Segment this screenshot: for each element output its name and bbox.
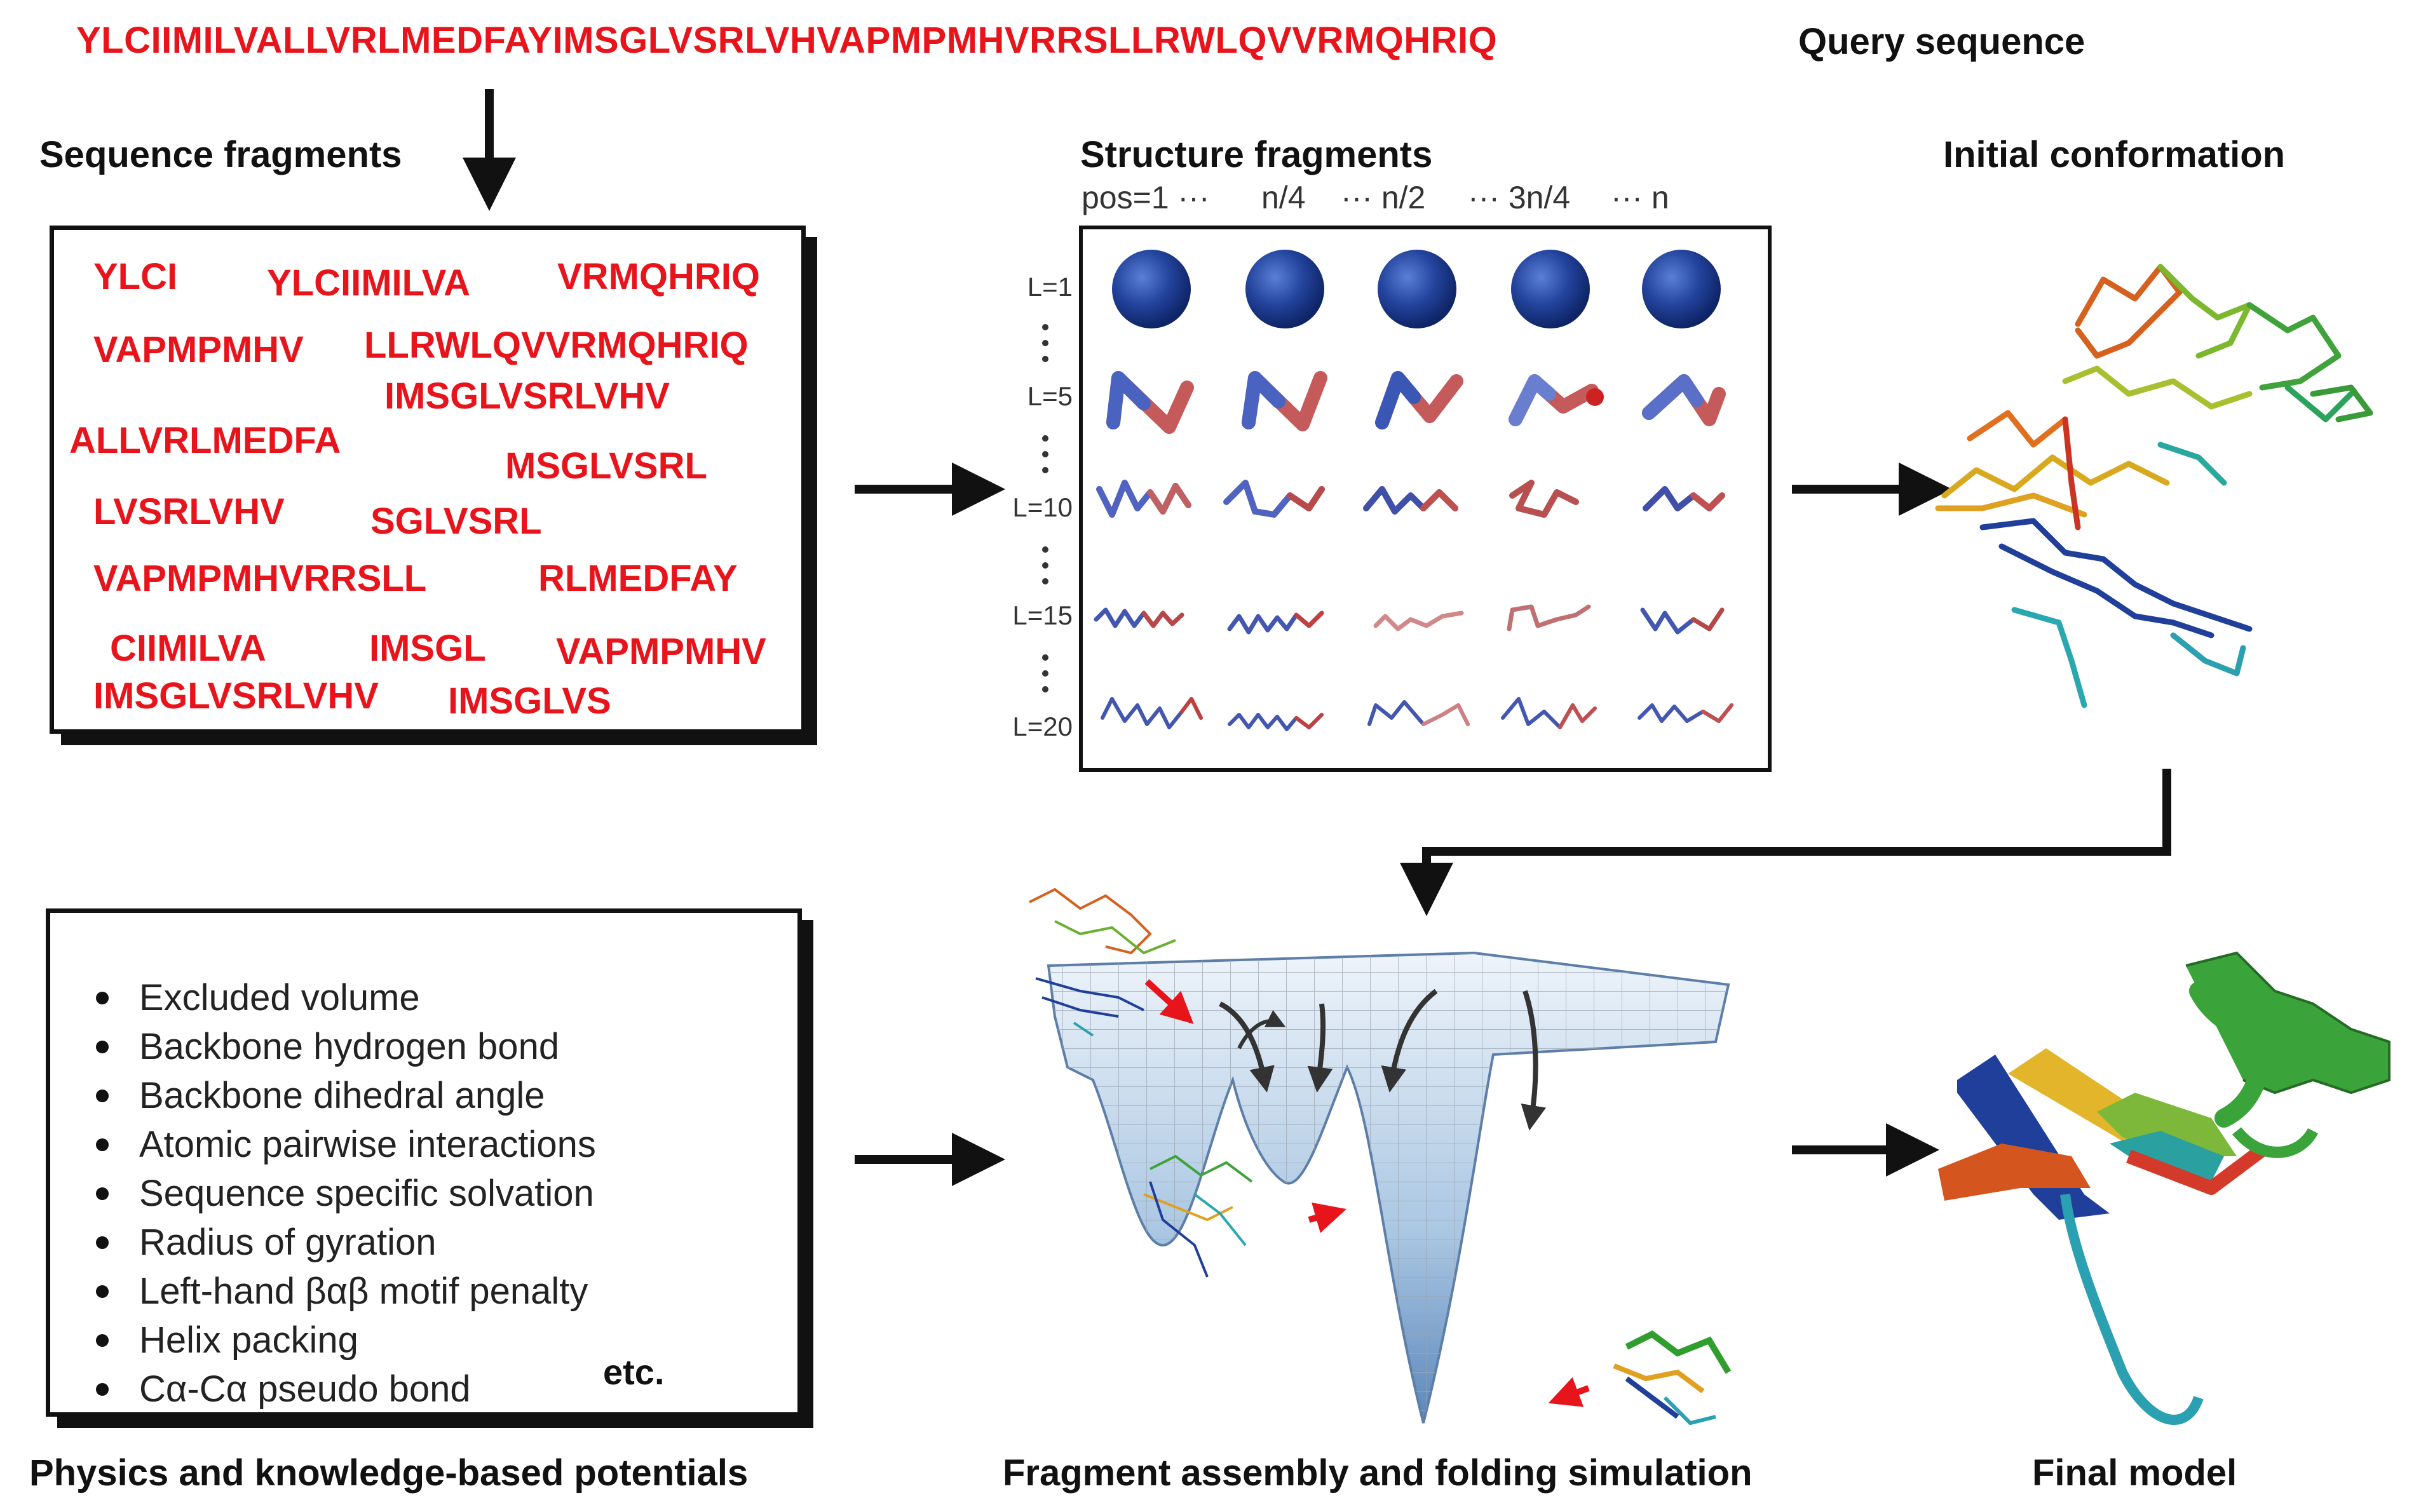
potential-item: Sequence specific solvation xyxy=(96,1173,594,1214)
fragment: VRMQHRIQ xyxy=(557,256,760,297)
fragment: YLCI xyxy=(93,256,178,297)
fragment: VAPMPMHV xyxy=(93,329,304,370)
potential-item: Backbone dihedral angle xyxy=(95,1075,545,1116)
potential-item: Radius of gyration xyxy=(95,1222,437,1263)
sphere-icon xyxy=(1511,250,1590,328)
pos-label: pos=1 ··· xyxy=(1082,180,1210,215)
red-arrow-icon xyxy=(1308,1202,1347,1233)
sphere-row xyxy=(1112,250,1721,328)
potentials-box: Excluded volume Backbone hydrogen bond B… xyxy=(46,908,802,1417)
pos-label: ··· n xyxy=(1611,180,1669,215)
fragment: IMSGLVS xyxy=(448,680,611,722)
query-sequence: YLCIIMILVALLVRLMEDFAYIMSGLVSRLVHVAPMPMHV… xyxy=(76,20,1498,61)
potential-item: Helix packing xyxy=(96,1320,358,1361)
length-label: L=5 xyxy=(1027,381,1073,411)
potential-item: Excluded volume xyxy=(96,977,420,1018)
fragment-row-L15 xyxy=(1094,604,1725,635)
sequence-fragments-title: Sequence fragments xyxy=(39,134,402,175)
fragment: VAPMPMHVRRSLL xyxy=(93,558,427,599)
fragment-row-L10 xyxy=(1096,480,1725,518)
initial-conformation-trace xyxy=(1935,264,2373,708)
pos-label: ··· n/2 xyxy=(1341,180,1426,215)
final-model-title: Final model xyxy=(2032,1452,2237,1494)
fragment: IMSGLVSRLVHV xyxy=(93,675,379,717)
fragment: IMSGLVSRLVHV xyxy=(384,375,670,417)
simulation-title: Fragment assembly and folding simulation xyxy=(1003,1452,1753,1494)
sphere-icon xyxy=(1112,250,1191,328)
fragment: CIIMILVA xyxy=(110,628,266,669)
fragment-row-L5 xyxy=(1106,371,1726,434)
fragment: YLCIIMILVA xyxy=(267,262,471,304)
fragment-row-L20 xyxy=(1101,697,1733,731)
etc-label: etc. xyxy=(603,1352,665,1392)
pos-label: ··· 3n/4 xyxy=(1468,180,1571,215)
length-label: L=10 xyxy=(1012,492,1073,522)
initial-conformation-title: Initial conformation xyxy=(1943,134,2286,175)
fragment: VAPMPMHV xyxy=(556,631,766,672)
structure-fragments-title: Structure fragments xyxy=(1080,134,1433,175)
potential-item: Backbone hydrogen bond xyxy=(95,1026,560,1067)
sphere-icon xyxy=(1378,250,1456,328)
sequence-fragments-box: YLCI YLCIIMILVA VRMQHRIQ VAPMPMHV LLRWLQ… xyxy=(50,226,806,734)
query-sequence-label: Query sequence xyxy=(1798,21,2085,62)
sphere-icon xyxy=(1642,250,1721,328)
funnel-conformations xyxy=(1029,888,1732,1426)
sphere-icon xyxy=(1245,250,1324,328)
red-arrows xyxy=(1144,979,1590,1407)
arrow-elbow-icon xyxy=(1400,769,2171,916)
fragment: ALLVRLMEDFA xyxy=(69,420,341,461)
fragment: LLRWLQVVRMQHRIQ xyxy=(364,325,749,366)
length-label: L=1 xyxy=(1027,272,1073,302)
potential-item: Cα-Cα pseudo bond xyxy=(96,1368,471,1410)
final-model-cartoon xyxy=(1938,951,2390,1425)
vertical-dots xyxy=(1042,324,1048,692)
flow-arrows xyxy=(463,89,2171,1186)
potential-item: Atomic pairwise interactions xyxy=(96,1124,596,1165)
red-arrow-icon xyxy=(1548,1377,1590,1407)
pos-label: n/4 xyxy=(1261,180,1306,215)
potentials-title: Physics and knowledge-based potentials xyxy=(29,1452,749,1494)
fragment: IMSGL xyxy=(369,628,486,669)
fragment: RLMEDFAY xyxy=(538,558,738,599)
potential-item: Left-hand βαβ motif penalty xyxy=(95,1271,588,1312)
fragment: SGLVSRL xyxy=(370,501,542,542)
fragment: LVSRLVHV xyxy=(93,491,285,532)
fragment: MSGLVSRL xyxy=(505,445,707,487)
red-arrow-icon xyxy=(1144,979,1194,1024)
length-label: L=15 xyxy=(1012,600,1073,630)
length-label: L=20 xyxy=(1012,712,1073,741)
energy-funnel xyxy=(1047,951,1730,1424)
